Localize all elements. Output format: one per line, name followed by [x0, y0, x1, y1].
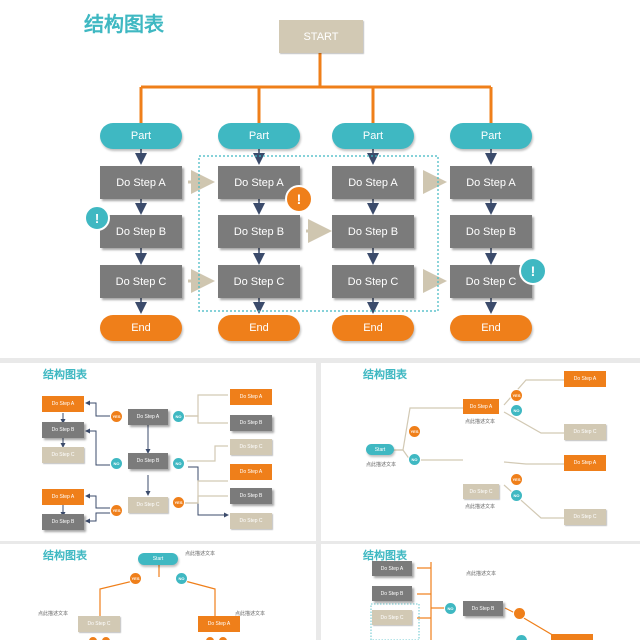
thumb-slide-3[interactable]: 结构图表 Start 点此描述文本 YES NO 点此描述文本 点此描述文本 D…	[0, 544, 316, 640]
t4-no: NO	[444, 602, 457, 615]
step-b-node-1: Do Step B	[100, 215, 182, 248]
alert-badge-3: !	[519, 257, 547, 285]
t3-no: NO	[175, 572, 188, 585]
t3-yes: YES	[129, 572, 142, 585]
main-title: 结构图表	[84, 12, 164, 36]
thumb2-title: 结构图表	[363, 368, 407, 381]
t1-step-b-right-2: Do Step B	[230, 488, 272, 504]
t2-note-2: 点此描述文本	[465, 419, 496, 425]
thumb-slide-1[interactable]: 结构图表 Do Step A Do Step B Do Step C	[0, 363, 316, 541]
part-node-3: Part	[332, 123, 414, 149]
t1-no-3: NO	[172, 457, 185, 470]
t2-no-1: NO	[408, 453, 421, 466]
t1-step-a-right: Do Step A	[230, 389, 272, 405]
t3-start: Start	[138, 553, 178, 565]
t3-dot-2	[101, 636, 111, 640]
t1-step-b-left-2: Do Step B	[42, 514, 84, 530]
t1-step-c-mid: Do Step C	[128, 497, 168, 513]
t1-no-2: NO	[110, 457, 123, 470]
t2-note-3: 点此描述文本	[465, 504, 496, 510]
step-c-node-2: Do Step C	[218, 265, 300, 298]
t2-yes-1: YES	[408, 425, 421, 438]
alert-badge-2: !	[285, 185, 313, 213]
t3-note-3: 点此描述文本	[235, 611, 266, 617]
start-node: START	[279, 20, 363, 53]
t2-no-2: NO	[510, 404, 523, 417]
t4-dot-2	[515, 634, 528, 640]
t1-yes-2: YES	[110, 504, 123, 517]
t1-step-a-left: Do Step A	[42, 396, 84, 412]
thumb4-connectors	[370, 562, 562, 640]
step-b-node-4: Do Step B	[450, 215, 532, 248]
t1-yes-1: YES	[110, 410, 123, 423]
end-node-4: End	[450, 315, 532, 341]
t1-step-b-left: Do Step B	[42, 422, 84, 438]
t1-step-b-mid: Do Step B	[128, 453, 168, 469]
alert-badge-1: !	[84, 205, 110, 231]
t2-note-1: 点此描述文本	[366, 462, 397, 468]
end-node-2: End	[218, 315, 300, 341]
step-a-node-4: Do Step A	[450, 166, 532, 199]
main-connectors	[135, 52, 497, 314]
t4-step-a: Do Step A	[372, 561, 412, 576]
t4-step-b: Do Step B	[372, 586, 412, 601]
end-node-1: End	[100, 315, 182, 341]
thumb-slide-4[interactable]: 结构图表 Do Step A Do Step B Do Step C 点此描述文…	[321, 544, 640, 640]
t1-no-1: NO	[172, 410, 185, 423]
t2-step-c-2: Do Step C	[564, 424, 606, 440]
t1-step-b-right: Do Step B	[230, 415, 272, 431]
part-node-4: Part	[450, 123, 532, 149]
t2-step-a-3: Do Step A	[564, 455, 606, 471]
t2-no-3: NO	[510, 489, 523, 502]
t3-dot-1	[88, 636, 98, 640]
t1-yes-3: YES	[172, 496, 185, 509]
t3-note-1: 点此描述文本	[185, 551, 216, 557]
t1-step-c-right: Do Step C	[230, 439, 272, 455]
t4-step-c: Do Step C	[372, 610, 412, 625]
step-c-node-4: Do Step C	[450, 265, 532, 298]
step-c-node-3: Do Step C	[332, 265, 414, 298]
step-b-node-2: Do Step B	[218, 215, 300, 248]
t2-step-a-1: Do Step A	[463, 399, 499, 414]
t1-step-a-mid: Do Step A	[128, 409, 168, 425]
t1-step-a-left-2: Do Step A	[42, 489, 84, 505]
part-node-1: Part	[100, 123, 182, 149]
t1-step-a-right-2: Do Step A	[230, 464, 272, 480]
t4-dot-1	[513, 607, 526, 620]
t2-step-c-1: Do Step C	[463, 484, 499, 499]
thumb4-title: 结构图表	[363, 549, 407, 562]
t2-step-a-2: Do Step A	[564, 371, 606, 387]
t3-dot-3	[205, 636, 215, 640]
t4-step-partial	[551, 634, 593, 640]
step-b-node-3: Do Step B	[332, 215, 414, 248]
part-node-2: Part	[218, 123, 300, 149]
t1-step-c-right-2: Do Step C	[230, 513, 272, 529]
thumb3-connectors	[99, 564, 216, 616]
t2-step-c-3: Do Step C	[564, 509, 606, 525]
t1-step-c-left: Do Step C	[42, 447, 84, 463]
thumb1-connectors	[60, 394, 229, 524]
step-c-node-1: Do Step C	[100, 265, 182, 298]
t3-step-a: Do Step A	[198, 616, 240, 632]
t4-step-b-2: Do Step B	[463, 601, 503, 616]
t4-note: 点此描述文本	[466, 571, 497, 577]
t2-yes-3: YES	[510, 473, 523, 486]
t3-step-c: Do Step C	[78, 616, 120, 632]
t3-note-2: 点此描述文本	[38, 611, 69, 617]
thumb3-title: 结构图表	[43, 549, 87, 562]
t3-dot-4	[218, 636, 228, 640]
step-a-node-1: Do Step A	[100, 166, 182, 199]
t2-start: Start	[366, 444, 394, 455]
step-a-node-3: Do Step A	[332, 166, 414, 199]
end-node-3: End	[332, 315, 414, 341]
t2-yes-2: YES	[510, 389, 523, 402]
thumb1-title: 结构图表	[43, 368, 87, 381]
main-slide: 结构图表	[0, 0, 640, 358]
thumb-slide-2[interactable]: 结构图表 Start 点此描述文本 YES NO Do Step A 点此描述文…	[321, 363, 640, 541]
